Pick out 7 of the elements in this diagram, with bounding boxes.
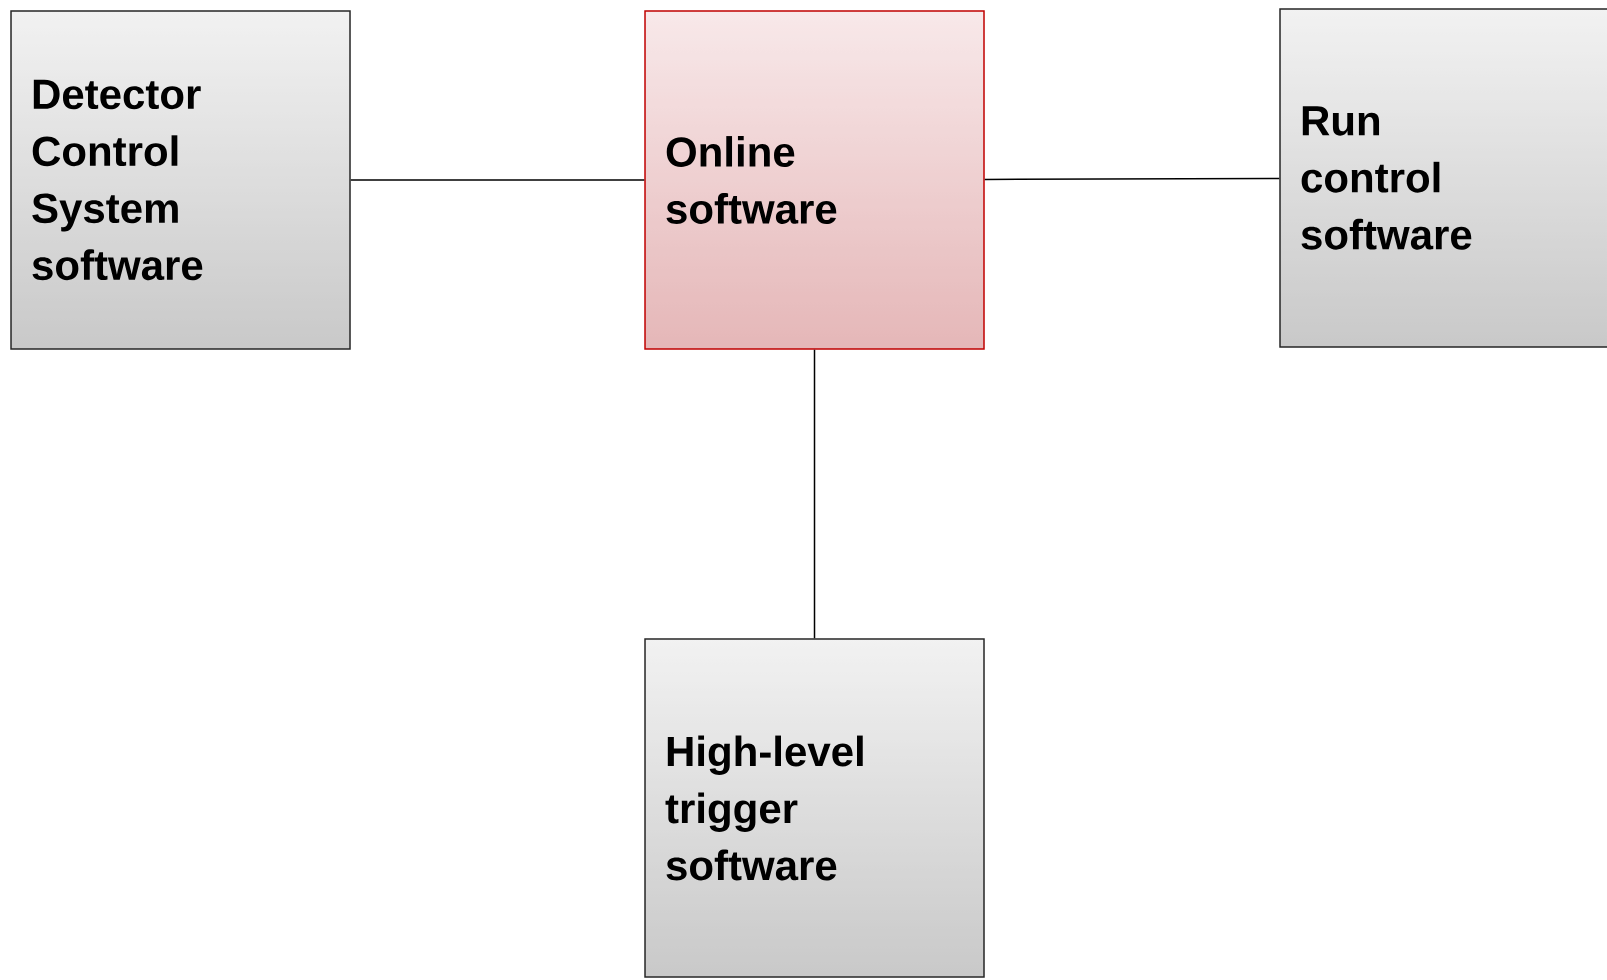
process-box: Detector Control System software [10, 10, 351, 350]
connector-line [813, 349, 816, 639]
connector-line [984, 177, 1280, 181]
process-box: Online software [644, 10, 985, 350]
process-box: High-level trigger software [644, 638, 985, 978]
connector-line [350, 179, 645, 181]
process-box: Run control software [1279, 8, 1607, 348]
